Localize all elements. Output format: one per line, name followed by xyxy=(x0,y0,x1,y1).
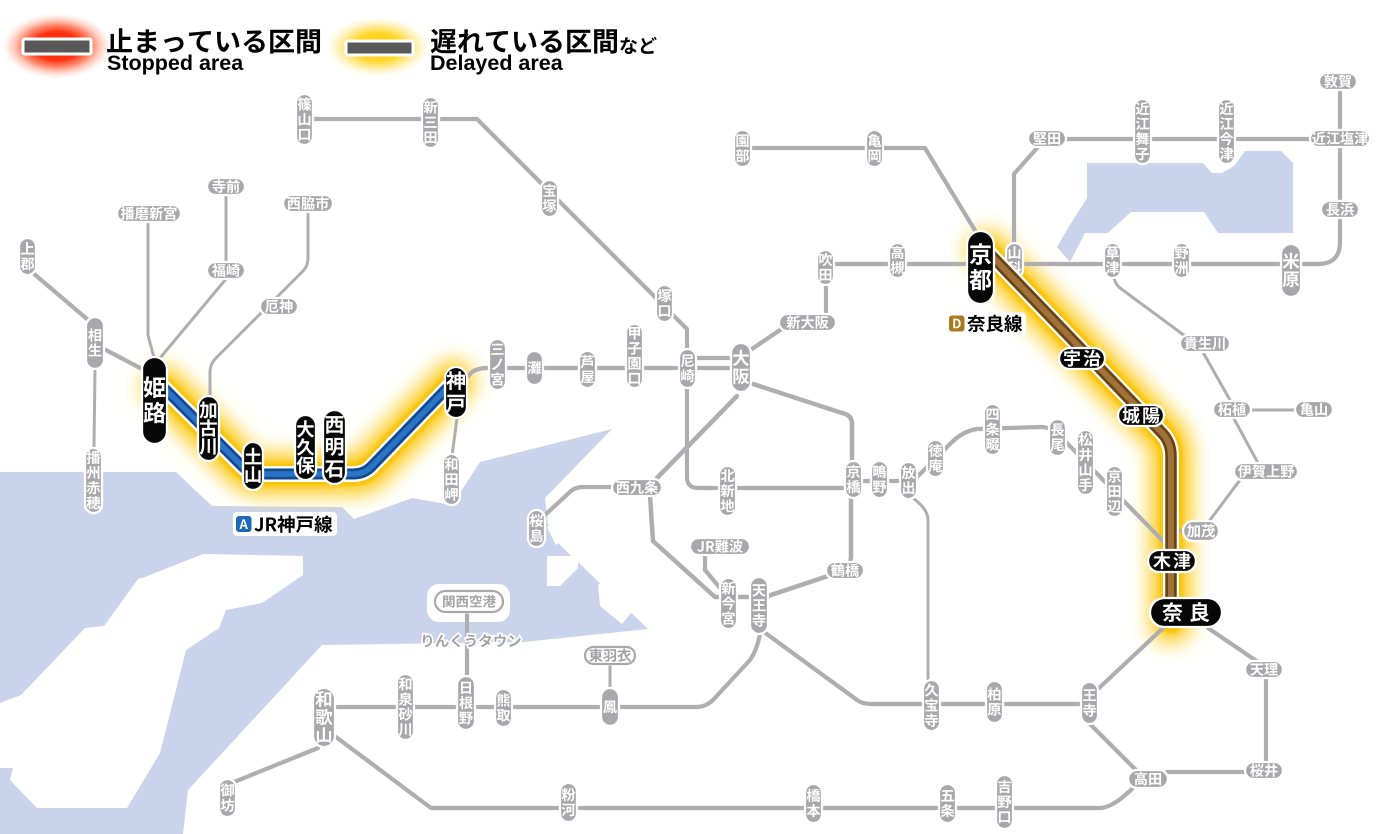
svg-text:Delayed area: Delayed area xyxy=(430,51,564,75)
svg-text:Stopped area: Stopped area xyxy=(107,51,244,75)
